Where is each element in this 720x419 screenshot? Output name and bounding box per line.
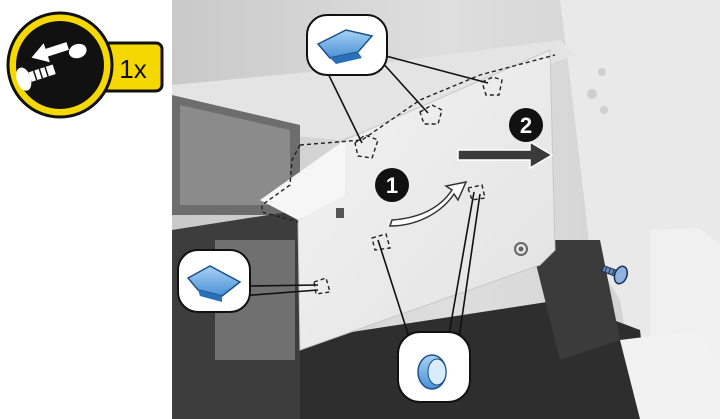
callout-left-tab [178, 250, 250, 312]
step-1-number: 1 [386, 173, 398, 198]
step-2-number: 2 [520, 113, 532, 138]
callout-line [250, 285, 318, 286]
housing-hole [587, 89, 597, 99]
screw-badge-inner [16, 21, 104, 109]
housing-hole [598, 68, 606, 76]
housing-hole [600, 106, 608, 114]
screw-removal-badge: 1x [8, 13, 162, 117]
callout-top-tab [307, 15, 387, 75]
screw-hole-center [519, 247, 524, 252]
boss-pin-icon-face [428, 359, 446, 385]
callout-bottom-pin [398, 332, 470, 402]
cover-latch-slot [336, 208, 344, 218]
screw-count-label: 1x [119, 54, 146, 84]
